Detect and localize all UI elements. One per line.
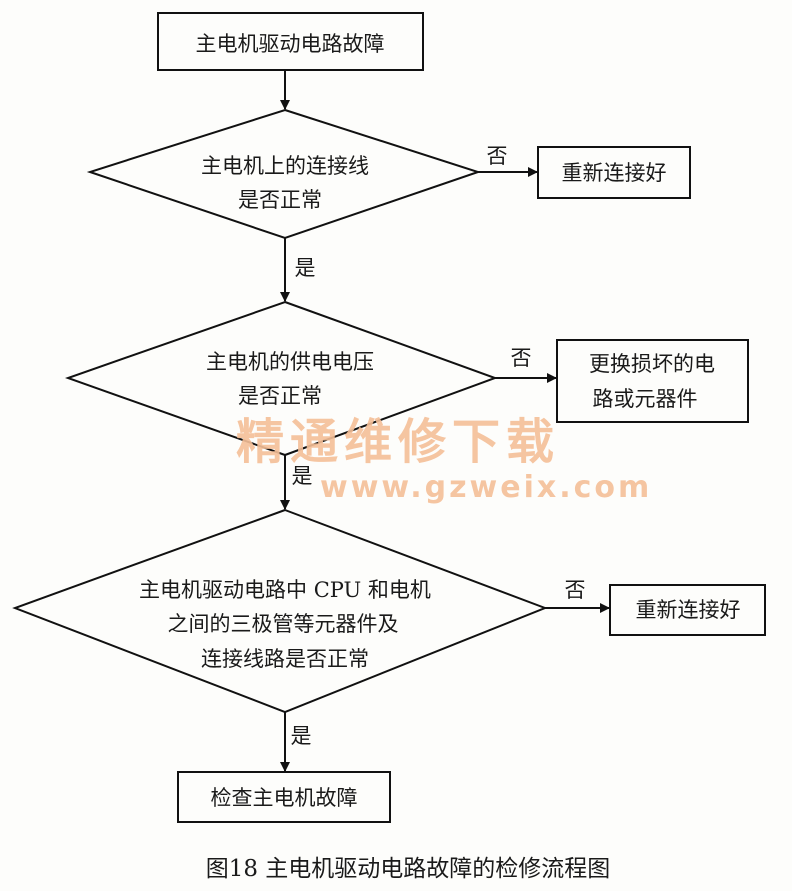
no-label: 否: [510, 346, 532, 370]
start-box: [157, 12, 424, 71]
no-label: 否: [564, 578, 586, 602]
watermark-url: www.gzweix.com: [320, 470, 653, 505]
result-box-3: [609, 584, 766, 636]
r2-line1: 更换损坏的电: [589, 352, 715, 376]
figure-caption: 图18 主电机驱动电路故障的检修流程图: [205, 856, 611, 882]
end-text: 检查主电机故障: [210, 786, 358, 810]
yes-label: 是: [290, 724, 312, 748]
r3-text: 重新连接好: [635, 598, 741, 622]
d3-line2: 之间的三极管等元器件及: [167, 612, 399, 636]
no-label: 否: [486, 144, 508, 168]
result-box-1: [537, 146, 691, 199]
yes-label: 是: [294, 256, 316, 280]
d2-line1: 主电机的供电电压: [206, 350, 374, 374]
d1-line1: 主电机上的连接线: [201, 154, 369, 178]
decision-diamond-3: [12, 508, 548, 714]
r1-text: 重新连接好: [561, 161, 667, 185]
result-box-2: [556, 339, 749, 423]
start-text: 主电机驱动电路故障: [195, 32, 385, 56]
r2-line2: 路或元器件: [592, 387, 698, 411]
d2-line2: 是否正常: [238, 384, 322, 408]
watermark-title: 精通维修下载: [235, 414, 561, 470]
d3-line3: 连接线路是否正常: [201, 647, 369, 671]
d3-line1: 主电机驱动电路中 CPU 和电机: [139, 578, 431, 602]
yes-label: 是: [291, 464, 313, 488]
d1-line2: 是否正常: [238, 188, 322, 212]
end-box: [177, 771, 391, 823]
